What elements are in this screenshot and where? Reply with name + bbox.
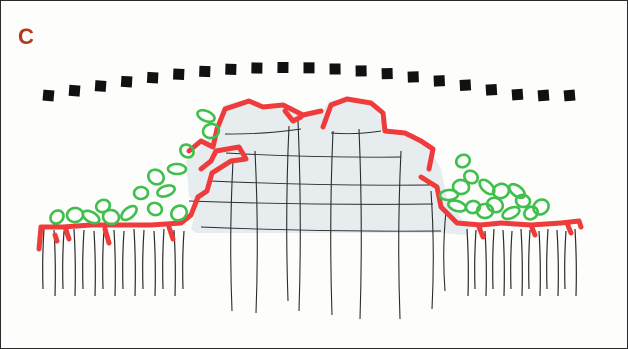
dash-mark (199, 66, 210, 77)
hair-line (163, 229, 164, 289)
dash-mark (408, 71, 419, 82)
hair-line (83, 230, 84, 289)
dash-mark (330, 63, 341, 74)
hair-line (123, 231, 124, 289)
hair-line (475, 230, 476, 289)
hair-line (94, 231, 95, 296)
dash-mark (173, 68, 184, 79)
green-cell (119, 203, 139, 222)
dash-mark (147, 72, 159, 84)
hair-line (485, 231, 486, 296)
dash-mark (512, 89, 524, 101)
hair-line (143, 230, 144, 289)
dash-mark (486, 84, 498, 96)
dash-mark (225, 64, 236, 75)
hair-line (183, 231, 184, 289)
hair-line (539, 231, 540, 296)
dash-mark (460, 79, 472, 91)
hair-line (557, 230, 558, 296)
dashed-line-top (42, 62, 575, 102)
dash-mark (251, 62, 262, 73)
hair-line (63, 231, 64, 289)
hair-line (134, 229, 135, 296)
green-cell (134, 187, 149, 200)
green-cell (146, 201, 163, 217)
dash-mark (42, 90, 54, 102)
green-cell (156, 183, 176, 198)
dash-mark (538, 90, 550, 102)
hair-line (565, 231, 566, 289)
green-cell (507, 182, 527, 201)
green-cell (196, 108, 216, 124)
green-cell (454, 152, 472, 169)
dash-mark (69, 85, 81, 97)
hair-line (529, 230, 530, 289)
dash-mark (121, 76, 133, 88)
hair-line (467, 229, 468, 296)
dash-mark (356, 65, 367, 76)
dash-mark (382, 68, 393, 79)
green-cell (66, 207, 84, 223)
hair-line (493, 229, 494, 289)
green-cell (168, 164, 186, 175)
hair-line (74, 229, 75, 296)
hair-line (547, 229, 548, 289)
hair-line (511, 231, 512, 289)
green-cell (462, 168, 480, 186)
green-cell (94, 198, 112, 215)
dash-mark (434, 75, 445, 86)
green-cell (48, 208, 66, 226)
hair-line (103, 229, 104, 289)
dash-mark (277, 62, 288, 73)
dash-mark (95, 80, 107, 92)
dash-mark (564, 89, 576, 101)
hair-line (575, 229, 576, 296)
hair-line (521, 229, 522, 296)
green-cell (145, 167, 166, 188)
dash-mark (304, 62, 315, 73)
hair-line (43, 229, 44, 289)
hair-line (154, 231, 155, 296)
hair-line (114, 230, 115, 296)
hair-line (503, 230, 504, 296)
